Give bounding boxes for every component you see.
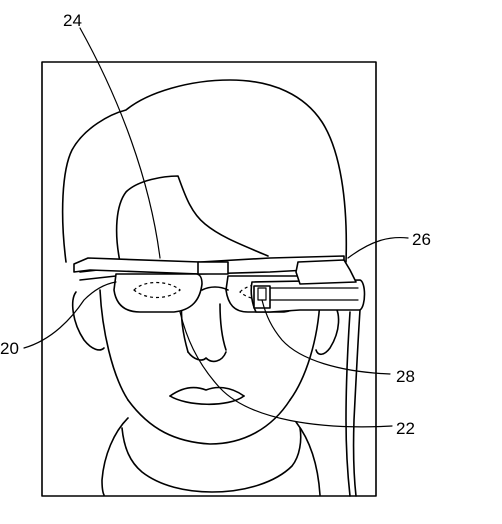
nose-tip bbox=[187, 351, 227, 363]
mouth-lower-lip bbox=[169, 395, 245, 406]
neck-left bbox=[101, 417, 129, 496]
label-24: 24 bbox=[63, 11, 82, 30]
figure-frame bbox=[41, 61, 377, 497]
mouth-upper-lip bbox=[169, 386, 245, 397]
collar bbox=[121, 427, 302, 493]
neck-right bbox=[295, 421, 321, 496]
leader-22 bbox=[179, 311, 393, 428]
label-20: 20 bbox=[0, 339, 19, 358]
head-right-side bbox=[289, 299, 321, 401]
leader-24 bbox=[79, 27, 161, 259]
hair-fringe bbox=[115, 175, 269, 263]
left-lens bbox=[113, 273, 203, 313]
display-mount bbox=[295, 259, 357, 285]
display-housing-groove bbox=[269, 287, 359, 301]
right-ear bbox=[315, 301, 340, 356]
glasses-nose-bridge bbox=[201, 286, 229, 291]
label-28: 28 bbox=[396, 367, 415, 386]
hair-outline bbox=[61, 79, 348, 263]
leader-26 bbox=[347, 236, 409, 259]
left-ear bbox=[71, 291, 105, 351]
cable-inner bbox=[345, 311, 351, 497]
optical-element bbox=[253, 285, 271, 309]
leader-28 bbox=[261, 299, 391, 375]
nose-bridge-right bbox=[219, 303, 227, 351]
label-22: 22 bbox=[396, 419, 415, 438]
leader-20 bbox=[23, 281, 117, 349]
left-eye-hidden bbox=[133, 281, 181, 299]
label-26: 26 bbox=[412, 230, 431, 249]
chin bbox=[127, 399, 291, 445]
cable-outer bbox=[352, 309, 361, 497]
head-left-side bbox=[99, 289, 129, 401]
glasses-bridge-block bbox=[197, 261, 229, 275]
